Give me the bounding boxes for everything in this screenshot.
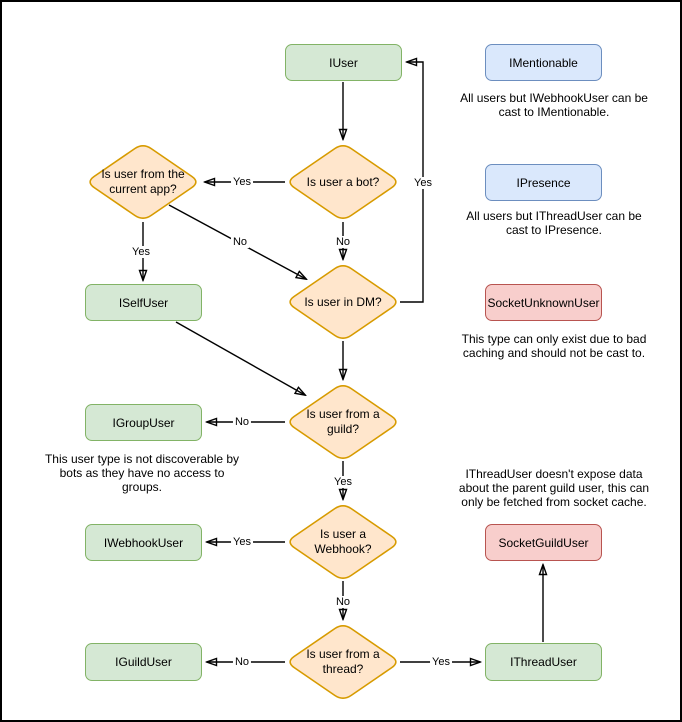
decision-label: Is user from the current app?: [101, 167, 185, 196]
node-iselfuser: ISelfUser: [85, 284, 202, 321]
edge-label-bot-no: No: [333, 236, 353, 248]
note-igroupuser: This user type is not discoverable by bo…: [44, 452, 240, 494]
node-imentionable: IMentionable: [485, 44, 602, 81]
node-label: ISelfUser: [118, 295, 169, 310]
edge-label-thread-no: No: [232, 656, 252, 668]
node-label: SocketUnknownUser: [487, 295, 600, 310]
diamond-shape: [89, 145, 197, 219]
diamond-shape: [289, 625, 397, 699]
node-label: IUser: [329, 55, 358, 70]
diamond-shape: [289, 265, 397, 339]
decision-is-user-a-bot: Is user a bot?: [286, 143, 400, 221]
decision-label: Is user in DM?: [304, 294, 382, 309]
edge-label-bot-yes: Yes: [231, 176, 253, 188]
node-iuser: IUser: [285, 44, 402, 81]
node-ithreaduser: IThreadUser: [485, 643, 602, 681]
edge-label-dm-yes: Yes: [412, 177, 434, 189]
edge-label-guild-yes: Yes: [332, 476, 354, 488]
diamond-shape: [289, 385, 397, 459]
node-label: SocketGuildUser: [498, 535, 589, 550]
node-socketunknownuser: SocketUnknownUser: [485, 284, 602, 321]
note-socketunknownuser: This type can only exist due to bad cach…: [461, 332, 647, 360]
decision-label: Is user from a guild?: [306, 407, 380, 436]
note-ithreaduser: IThreadUser doesn't expose data about th…: [458, 467, 650, 509]
node-label: IGuildUser: [115, 655, 172, 669]
edge-label-app-no: No: [230, 236, 250, 248]
note-ipresence: All users but IThreadUser can be cast to…: [466, 209, 642, 237]
decision-is-user-a-webhook: Is user a Webhook?: [286, 503, 400, 581]
edge-label-webhook-yes: Yes: [231, 536, 253, 548]
decision-is-user-from-guild: Is user from a guild?: [286, 383, 400, 461]
decision-is-user-from-current-app: Is user from the current app?: [86, 143, 200, 221]
decision-is-user-from-thread: Is user from a thread?: [286, 623, 400, 701]
diamond-shape: [289, 145, 397, 219]
diamond-shape: [289, 505, 397, 579]
node-socketguilduser: SocketGuildUser: [485, 524, 602, 561]
decision-is-user-in-dm: Is user in DM?: [286, 263, 400, 341]
node-label: IPresence: [516, 175, 571, 190]
edge-label-guild-no: No: [232, 416, 252, 428]
decision-label: Is user a Webhook?: [314, 527, 372, 556]
node-label: IWebhookUser: [103, 535, 184, 550]
note-imentionable: All users but IWebhookUser can be cast t…: [460, 91, 648, 119]
node-igroupuser: IGroupUser: [85, 404, 202, 441]
node-iwebhookuser: IWebhookUser: [85, 524, 202, 561]
node-label: IMentionable: [509, 55, 578, 70]
edge-label-app-yes: Yes: [130, 246, 152, 258]
edge-iselfuser-to-guild: [175, 321, 305, 395]
node-label: IThreadUser: [510, 655, 577, 669]
decision-label: Is user a bot?: [306, 174, 380, 189]
decision-label: Is user from a thread?: [306, 647, 380, 676]
node-label: IGroupUser: [112, 415, 175, 430]
edge-label-webhook-no: No: [333, 596, 353, 608]
node-iguilduser: IGuildUser: [85, 643, 202, 681]
node-ipresence: IPresence: [485, 164, 602, 201]
edge-label-thread-yes: Yes: [430, 656, 452, 668]
